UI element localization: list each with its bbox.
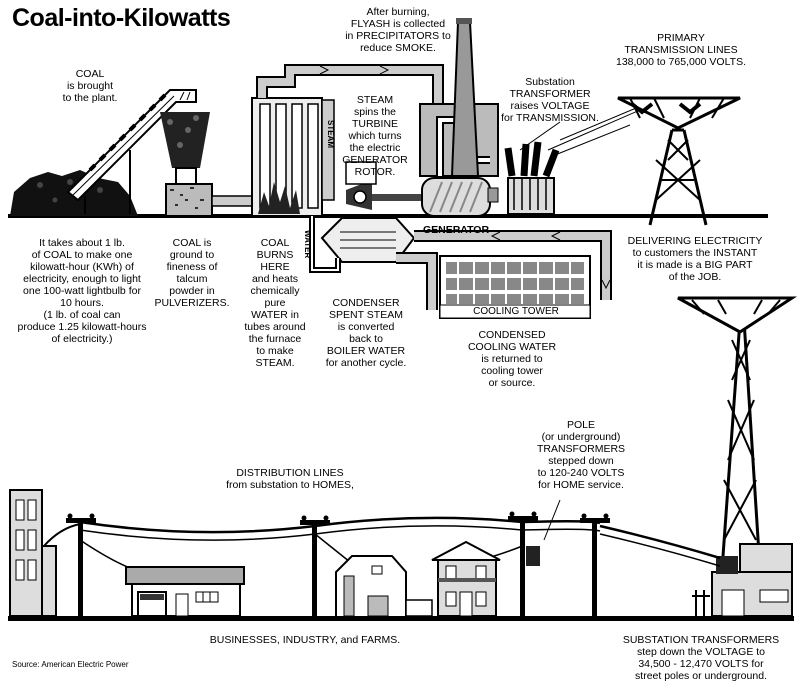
steam-turbine-label: STEAM spins the TURBINE which turns the … <box>342 94 408 178</box>
coal-label: COAL is brought to the plant. <box>62 68 118 104</box>
generator <box>421 177 499 217</box>
utility-pole-3 <box>508 511 538 616</box>
utility-pole-4 <box>580 513 610 616</box>
street-ground-line <box>8 616 794 621</box>
flue-duct <box>256 64 444 104</box>
substation-transformer <box>504 141 560 215</box>
utility-pole-1 <box>66 513 96 616</box>
coal-hopper <box>160 112 210 185</box>
primary-transmission-tower <box>617 96 741 226</box>
delivering-electricity-label: DELIVERING ELECTRICITY to customers the … <box>627 235 763 283</box>
water-return-pipe: WATER <box>303 216 341 273</box>
cooling-tower <box>439 255 591 319</box>
cooling-tower-label: COOLING TOWER <box>473 306 559 317</box>
substation-building <box>692 543 793 617</box>
generator-label: GENERATOR <box>422 224 490 236</box>
boiler-flame <box>258 182 300 214</box>
coal-per-kwh-label: It takes about 1 lb. of COAL to make one… <box>17 237 147 345</box>
substation-transformers-label: SUBSTATION TRANSFORMERS step down the VO… <box>622 634 780 682</box>
coal-conveyor <box>66 89 197 214</box>
pulverizers-label: COAL is ground to fineness of talcum pow… <box>154 237 230 309</box>
pulverizer <box>165 183 213 217</box>
plant-ground-line <box>8 214 768 218</box>
pole-transformers-label: POLE (or underground) TRANSFORMERS stepp… <box>536 419 626 491</box>
cooling-water-pipes <box>396 230 612 310</box>
primary-transmission-label: PRIMARY TRANSMISSION LINES 138,000 to 76… <box>616 32 746 68</box>
label-pointer <box>543 499 561 541</box>
house <box>431 540 501 617</box>
smokestack <box>450 18 480 177</box>
water-pipe-label: WATER <box>303 230 312 259</box>
steam-turbine <box>345 161 422 210</box>
flyash-label: After burning, FLYASH is collected in PR… <box>345 6 451 54</box>
steam-pipe: STEAM <box>321 99 335 201</box>
coal-burns-label: COAL BURNS HERE and heats chemically pur… <box>244 237 306 369</box>
distribution-lines-label: DISTRIBUTION LINES from substation to HO… <box>226 467 354 491</box>
source-credit: Source: American Electric Power <box>12 660 129 669</box>
pole-transformer <box>526 546 540 566</box>
utility-pole-2 <box>300 515 330 616</box>
barn <box>335 555 433 617</box>
substation-label-pointer <box>519 121 561 151</box>
condenser-label: CONDENSER SPENT STEAM is converted back … <box>325 297 407 369</box>
substation-tower <box>677 296 798 571</box>
condensed-water-label: CONDENSED COOLING WATER is returned to c… <box>467 329 557 389</box>
factory <box>9 489 57 617</box>
page-title: Coal-into-Kilowatts <box>12 4 231 32</box>
businesses-label: BUSINESSES, INDUSTRY, and FARMS. <box>209 634 401 646</box>
business-building <box>125 566 245 617</box>
substation-transformer-label: Substation TRANSFORMER raises VOLTAGE fo… <box>501 76 599 124</box>
steam-pipe-label: STEAM <box>326 120 335 148</box>
